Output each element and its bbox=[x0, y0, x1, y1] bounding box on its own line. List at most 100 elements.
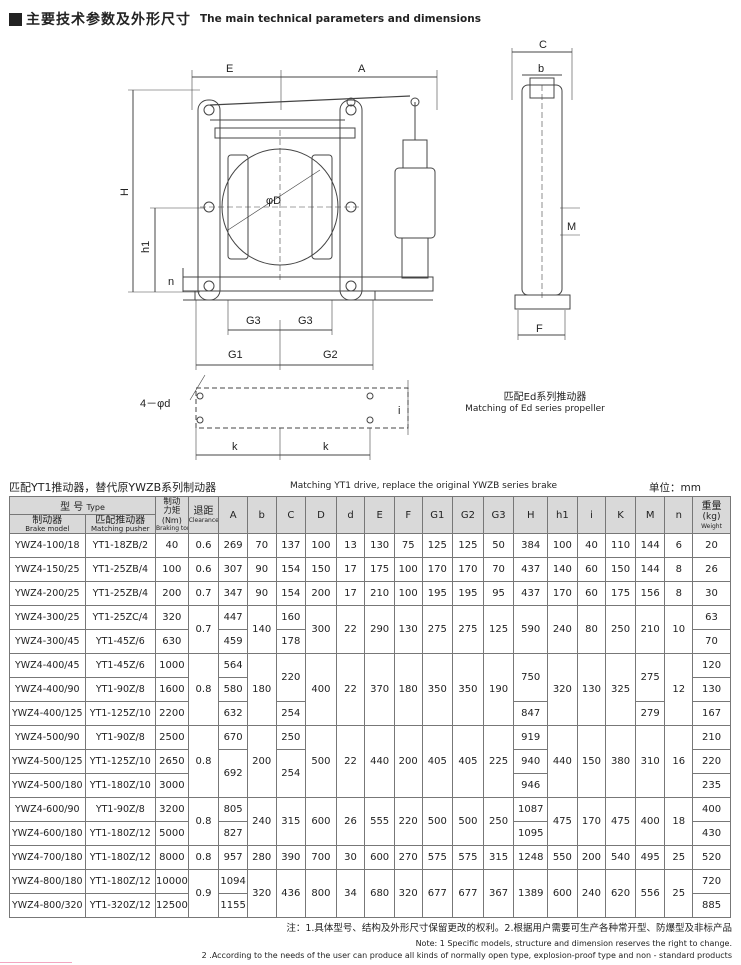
cell-g1: 677 bbox=[421, 869, 454, 918]
cell-h: 1087 bbox=[513, 797, 549, 822]
footer-divider bbox=[0, 962, 72, 963]
label-g1: G1 bbox=[228, 349, 243, 361]
cell-weight: 235 bbox=[692, 773, 731, 798]
cell-f: 180 bbox=[393, 653, 423, 726]
col-c: C bbox=[275, 496, 307, 534]
cell-h1: 170 bbox=[547, 581, 578, 606]
cell-d-upper: 400 bbox=[305, 653, 337, 726]
cell-k: 110 bbox=[605, 533, 636, 558]
cell-e: 290 bbox=[364, 605, 395, 654]
side-view: C b M F bbox=[511, 39, 580, 340]
cell-weight: 400 bbox=[692, 797, 731, 822]
cell-c: 254 bbox=[275, 701, 307, 726]
cell-g2: 170 bbox=[452, 557, 484, 582]
heading-square-icon bbox=[9, 12, 22, 26]
cell-c: 154 bbox=[275, 581, 307, 606]
cell-clearance: 0.6 bbox=[187, 533, 220, 558]
cell-weight: 63 bbox=[692, 605, 731, 630]
cell-n: 16 bbox=[664, 725, 694, 798]
col-i: i bbox=[576, 496, 607, 534]
cell-a: 580 bbox=[218, 677, 248, 702]
ed-caption-en: Matching of Ed series propeller bbox=[465, 404, 605, 414]
cell-torque: 2200 bbox=[155, 701, 189, 726]
cell-c: 220 bbox=[275, 653, 307, 702]
cell-torque: 200 bbox=[155, 581, 189, 606]
cell-f: 130 bbox=[393, 605, 423, 654]
cell-weight: 885 bbox=[692, 893, 731, 918]
cell-n: 8 bbox=[664, 557, 694, 582]
cell-torque: 8000 bbox=[155, 845, 189, 870]
cell-e: 680 bbox=[364, 869, 395, 918]
cell-torque: 1000 bbox=[155, 653, 189, 678]
cell-d-upper: 100 bbox=[305, 533, 337, 558]
cell-pusher: YT1-90Z/8 bbox=[84, 677, 157, 702]
cell-model: YWZ4-600/180 bbox=[9, 821, 86, 846]
cell-i: 60 bbox=[576, 581, 607, 606]
cell-g2: 677 bbox=[452, 869, 484, 918]
heading-en: The main technical parameters and dimens… bbox=[200, 13, 481, 25]
technical-drawing: E A H h1 n bbox=[119, 39, 580, 460]
cell-clearance: 0.8 bbox=[187, 725, 220, 798]
label-hole: 4－φd bbox=[140, 398, 170, 410]
cell-m: 279 bbox=[634, 701, 666, 726]
cell-n: 10 bbox=[664, 605, 694, 654]
cell-a: 805 bbox=[218, 797, 248, 822]
label-h: H bbox=[119, 188, 131, 196]
unit-label: 单位：mm bbox=[649, 482, 701, 494]
cell-h: 590 bbox=[513, 605, 549, 654]
cell-n: 12 bbox=[664, 653, 694, 726]
cell-k: 175 bbox=[605, 581, 636, 606]
cell-pusher: YT1-180Z/12 bbox=[84, 821, 157, 846]
cell-model: YWZ4-400/125 bbox=[9, 701, 86, 726]
col-h1: h1 bbox=[547, 496, 578, 534]
cell-weight: 220 bbox=[692, 749, 731, 774]
cell-pusher: YT1-18ZB/2 bbox=[84, 533, 157, 558]
cell-pusher: YT1-320Z/12 bbox=[84, 893, 157, 918]
cell-g2: 195 bbox=[452, 581, 484, 606]
cell-h1: 600 bbox=[547, 869, 578, 918]
cell-pusher: YT1-180Z/10 bbox=[84, 773, 157, 798]
col-g2: G2 bbox=[452, 496, 484, 534]
cell-torque: 12500 bbox=[155, 893, 189, 918]
cell-g3: 95 bbox=[482, 581, 515, 606]
cell-clearance: 0.8 bbox=[187, 797, 220, 846]
cell-i: 40 bbox=[576, 533, 607, 558]
ed-caption-cn: 匹配Ed系列推动器 bbox=[503, 392, 587, 403]
label-g2: G2 bbox=[323, 349, 338, 361]
cell-weight: 26 bbox=[692, 557, 731, 582]
cell-a: 269 bbox=[218, 533, 248, 558]
cell-n: 25 bbox=[664, 869, 694, 918]
cell-i: 60 bbox=[576, 557, 607, 582]
cell-a: 459 bbox=[218, 629, 248, 654]
label-m: M bbox=[567, 221, 576, 233]
cell-a: 447 bbox=[218, 605, 248, 630]
cell-torque: 40 bbox=[155, 533, 189, 558]
cell-h: 1095 bbox=[513, 821, 549, 846]
cell-pusher: YT1-180Z/12 bbox=[84, 869, 157, 894]
cell-c: 315 bbox=[275, 797, 307, 846]
label-a: A bbox=[358, 63, 366, 75]
cell-d-upper: 300 bbox=[305, 605, 337, 654]
cell-h1: 440 bbox=[547, 725, 578, 798]
brake-wheel: φD bbox=[200, 130, 360, 280]
col-h: H bbox=[513, 496, 549, 534]
cell-b: 320 bbox=[246, 869, 277, 918]
cell-e: 175 bbox=[364, 557, 395, 582]
cell-g3: 190 bbox=[482, 653, 515, 726]
cell-clearance: 0.8 bbox=[187, 653, 220, 726]
cell-f: 270 bbox=[393, 845, 423, 870]
col-g1: G1 bbox=[421, 496, 454, 534]
cell-d-lower: 26 bbox=[335, 797, 366, 846]
cell-h1: 100 bbox=[547, 533, 578, 558]
cell-b: 280 bbox=[246, 845, 277, 870]
cell-d-upper: 500 bbox=[305, 725, 337, 798]
cell-pusher: YT1-125Z/10 bbox=[84, 701, 157, 726]
cell-a: 692 bbox=[218, 749, 248, 798]
label-i: i bbox=[398, 405, 400, 417]
cell-pusher: YT1-25ZC/4 bbox=[84, 605, 157, 630]
cell-b: 90 bbox=[246, 557, 277, 582]
cell-d-lower: 30 bbox=[335, 845, 366, 870]
cell-g3: 125 bbox=[482, 605, 515, 654]
heading-cn: 主要技术参数及外形尺寸 bbox=[26, 12, 191, 28]
